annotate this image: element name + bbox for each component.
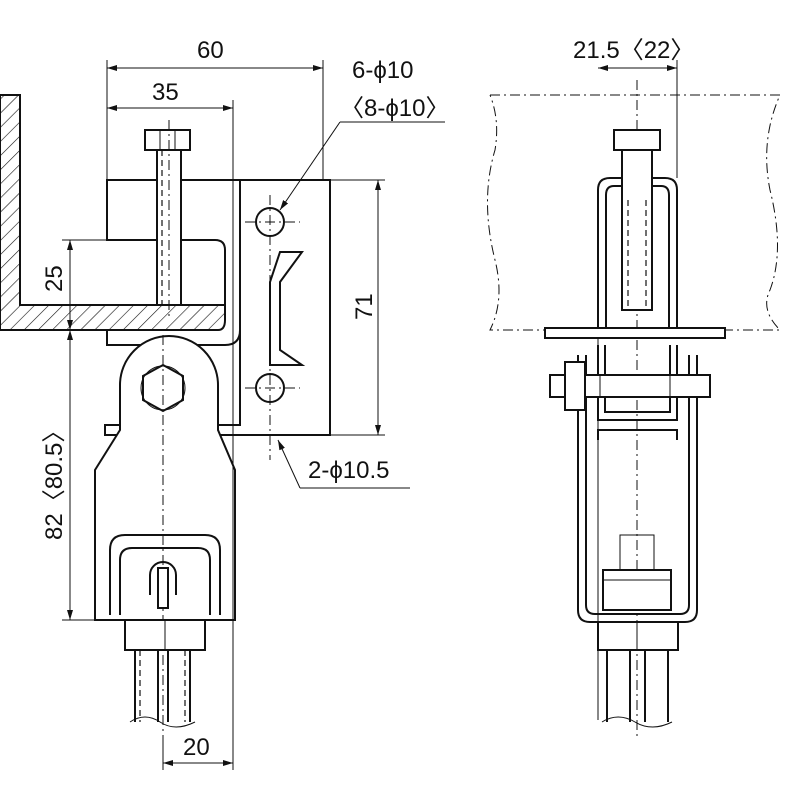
dim-2-phi10-5: 2-ϕ10.5 — [308, 457, 390, 484]
bolt-head — [144, 129, 191, 151]
side-view: 21.5〈22〉 — [487, 37, 782, 740]
lower-channel — [109, 534, 221, 615]
side-bolt-head — [613, 129, 661, 151]
dim-60: 60 — [197, 37, 224, 64]
upper-jaw — [106, 179, 241, 346]
dim-20: 20 — [183, 734, 210, 761]
side-rods — [601, 650, 673, 728]
dim-8-phi10: 〈8-ϕ10〉 — [340, 95, 449, 122]
rod-break-line — [129, 716, 196, 728]
rod-pin — [157, 567, 169, 609]
dimensions-front: 60 35 6-ϕ10 〈8-ϕ10〉 25 71 82〈80.5〉 2-ϕ10… — [41, 37, 449, 770]
leader-line-upper-holes — [279, 121, 341, 211]
rod-break-line — [601, 716, 673, 728]
leader-line-lower-holes — [277, 439, 301, 489]
side-clevis-bottom — [597, 429, 678, 440]
side-hanger-inner — [585, 355, 690, 615]
side-rod-end — [619, 534, 655, 571]
hanger-rods — [129, 650, 196, 728]
lower-channel-inner — [119, 547, 211, 615]
dim-6-phi10: 6-ϕ10 — [352, 57, 413, 84]
dim-21-5-22: 21.5〈22〉 — [573, 37, 694, 64]
side-cross-bolt-nut — [564, 361, 586, 411]
side-lower-nut — [602, 569, 672, 611]
side-flange-plate — [544, 327, 726, 339]
dim-82-80-5: 82〈80.5〉 — [41, 419, 68, 540]
rod-slot — [149, 561, 177, 595]
dim-25: 25 — [41, 265, 68, 292]
side-nut-below — [597, 621, 679, 651]
dim-71: 71 — [351, 293, 378, 320]
beam-outline — [487, 94, 782, 331]
side-bolt-shank — [621, 149, 653, 311]
front-view: 60 35 6-ϕ10 〈8-ϕ10〉 25 71 82〈80.5〉 2-ϕ10… — [0, 37, 449, 770]
dim-35: 35 — [152, 79, 179, 106]
